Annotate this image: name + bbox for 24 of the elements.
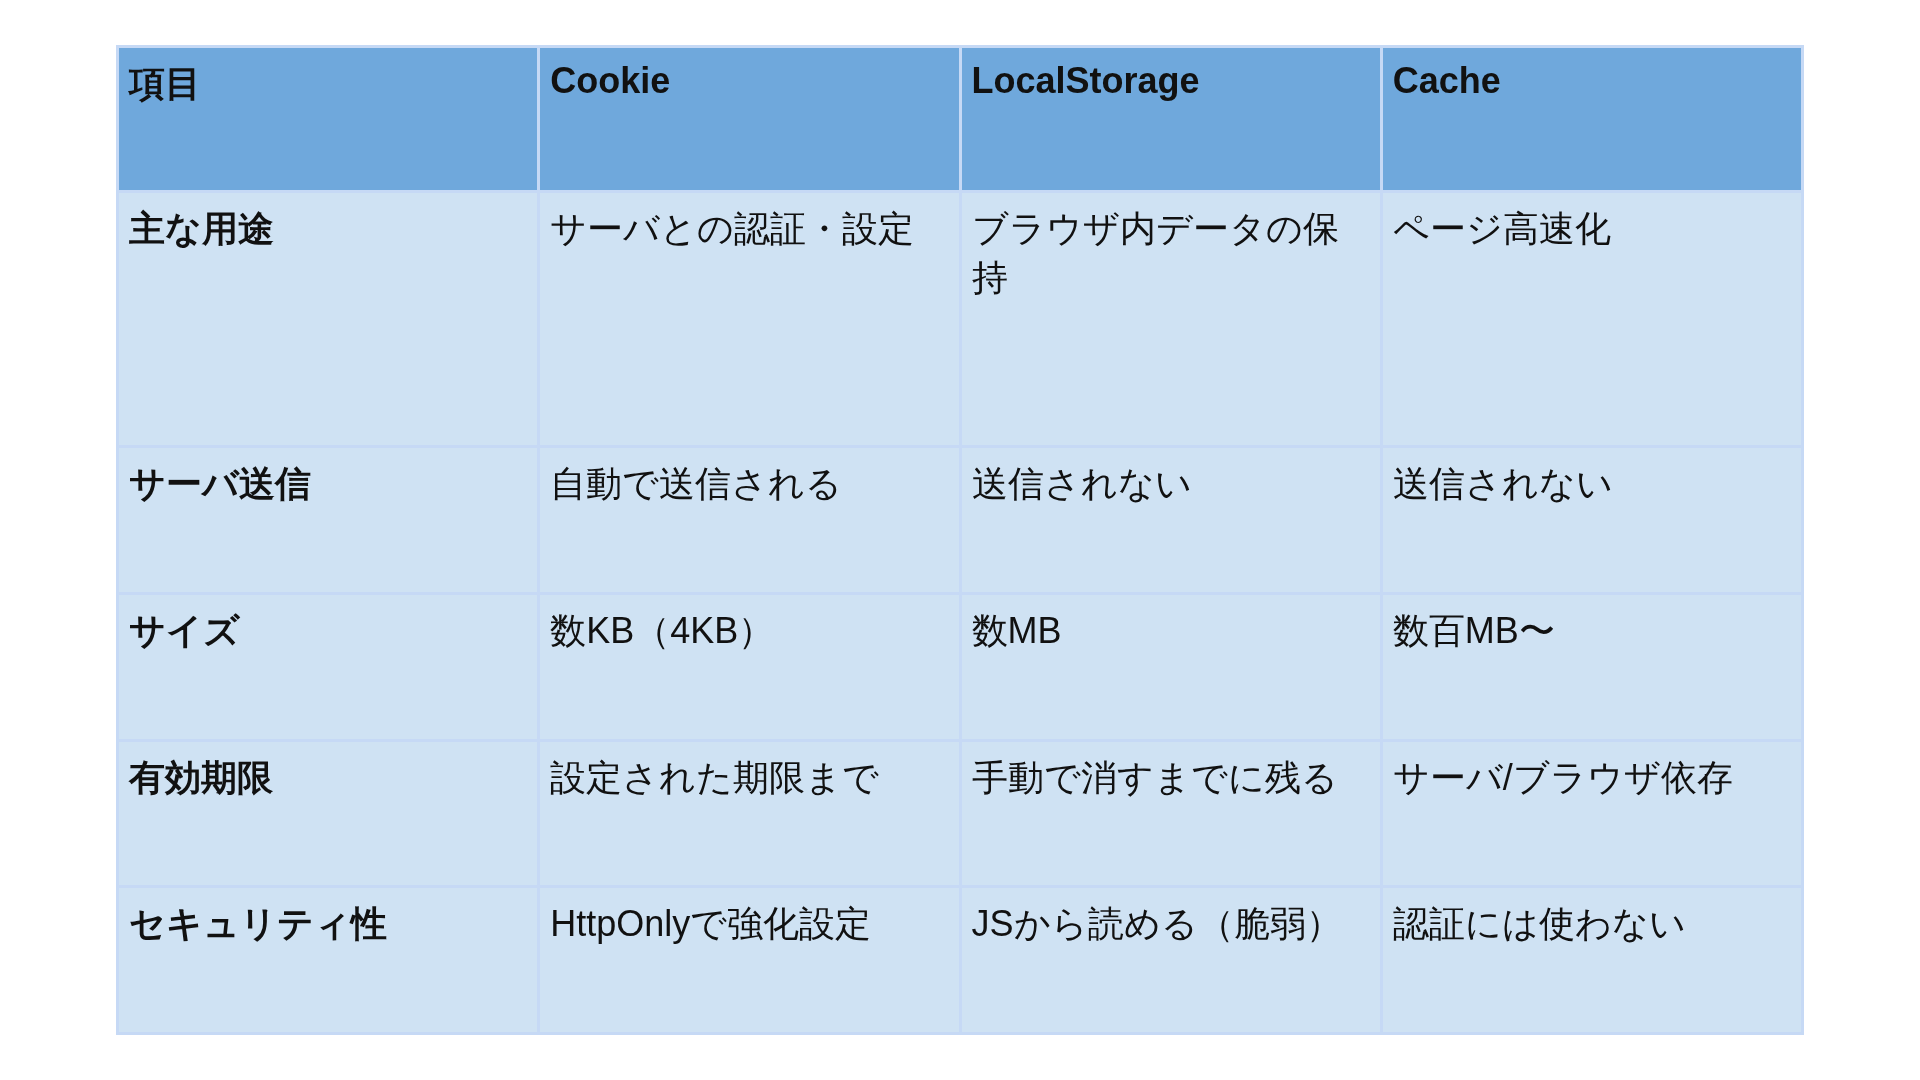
- table-cell: 認証には使わない: [1381, 886, 1803, 1034]
- table-cell: ブラウザ内データの保持: [960, 191, 1382, 447]
- column-header: Cookie: [538, 46, 960, 192]
- column-header: Cache: [1381, 46, 1803, 192]
- column-header: LocalStorage: [960, 46, 1382, 192]
- row-header: セキュリティ性: [117, 886, 539, 1034]
- table-cell: 数百MB〜: [1381, 593, 1803, 740]
- table-cell: JSから読める（脆弱）: [960, 886, 1382, 1034]
- table-cell: 手動で消すまでに残る: [960, 740, 1382, 887]
- table-cell: 送信されない: [1381, 446, 1803, 594]
- row-header: 有効期限: [117, 740, 539, 887]
- row-header: サイズ: [117, 593, 539, 740]
- row-header: サーバ送信: [117, 446, 539, 594]
- table-cell: 設定された期限まで: [538, 740, 960, 887]
- column-header: 項目: [117, 46, 539, 192]
- table-cell: ページ高速化: [1381, 191, 1803, 447]
- table-cell: 数MB: [960, 593, 1382, 740]
- row-header: 主な用途: [117, 191, 539, 447]
- table-cell: 送信されない: [960, 446, 1382, 594]
- table-cell: サーバ/ブラウザ依存: [1381, 740, 1803, 887]
- table-cell: サーバとの認証・設定: [538, 191, 960, 447]
- table-cell: HttpOnlyで強化設定: [538, 886, 960, 1034]
- table-cell: 自動で送信される: [538, 446, 960, 594]
- table-cell: 数KB（4KB）: [538, 593, 960, 740]
